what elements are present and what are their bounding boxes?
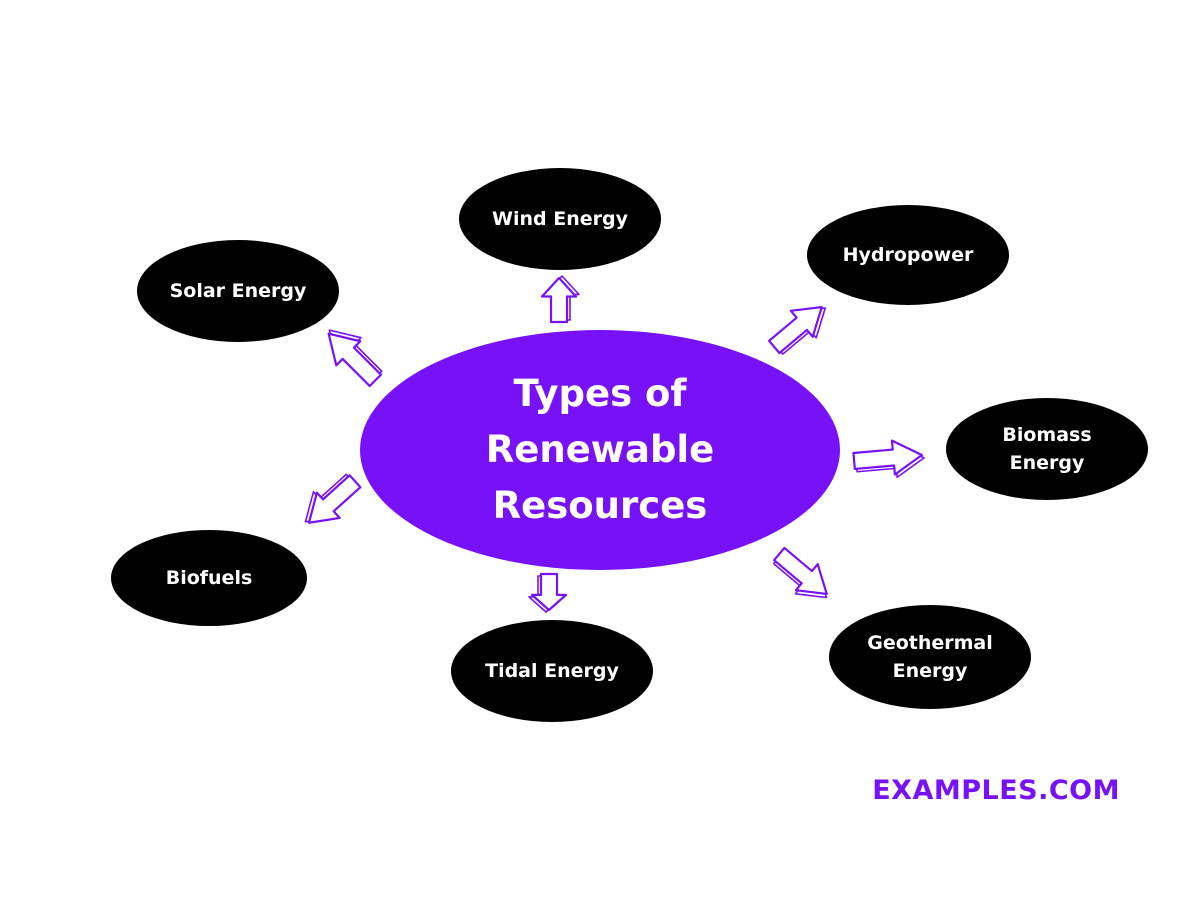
arrow-outline [768, 305, 823, 355]
node-label-wind: Wind Energy [492, 208, 628, 230]
node-hydropower: Hydropower [807, 205, 1009, 305]
arrow-icon-to-biomass [852, 439, 925, 479]
node-wind-energy: Wind Energy [459, 168, 661, 270]
arrow-icon-to-geothermal [772, 546, 828, 599]
node-label-hydro: Hydropower [842, 244, 974, 266]
node-solar-energy: Solar Energy [137, 240, 339, 342]
node-label-biomass: Biomass Energy [1002, 424, 1092, 474]
node-geothermal-energy: Geothermal Energy [829, 605, 1031, 709]
node-tidal-energy: Tidal Energy [451, 620, 653, 722]
node-label-solar: Solar Energy [169, 280, 307, 302]
center-title: Types of Renewable Resources [485, 372, 715, 527]
arrow-outline [307, 474, 362, 524]
center-node-types-of-renewable-resources: Types of Renewable Resources [360, 330, 840, 570]
arrow-icon-to-wind [540, 275, 580, 324]
node-biomass-energy: Biomass Energy [946, 398, 1148, 500]
arrow-icon-to-biofuels [304, 473, 362, 524]
arrow-outline [773, 546, 828, 596]
arrow-icon-to-tidal [528, 572, 568, 613]
arrow-outline [852, 439, 923, 476]
node-label-tidal: Tidal Energy [485, 660, 619, 682]
brand-logo-text: EXAMPLES.COM [872, 775, 1120, 806]
arrow-outline [540, 276, 578, 324]
node-biofuels: Biofuels [111, 530, 307, 626]
arrow-outline [327, 332, 383, 388]
node-label-biofuels: Biofuels [165, 567, 253, 589]
arrow-icon-to-hydro [768, 305, 827, 355]
arrow-icon-to-solar [327, 329, 383, 388]
node-label-geothermal: Geothermal Energy [867, 632, 993, 682]
arrow-outline [530, 572, 568, 612]
